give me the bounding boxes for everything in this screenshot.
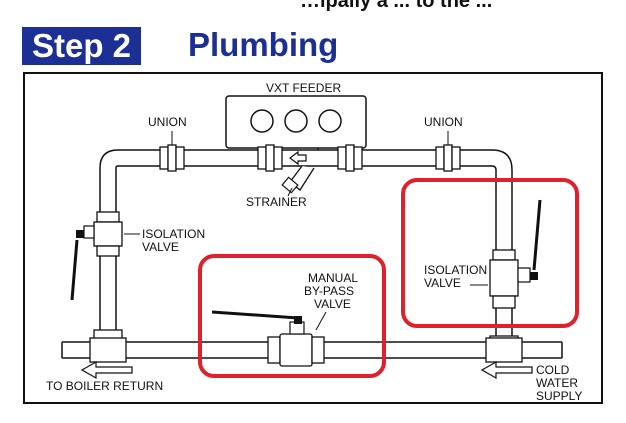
manual-bypass-valve-label: MANUAL BY-PASS VALVE: [304, 271, 361, 311]
union-left-label: UNION: [148, 115, 187, 129]
feeder-dial-1: [250, 109, 274, 133]
cold-water-supply-label: COLD WATER SUPPLY: [536, 363, 582, 403]
right-isolation-valve: [489, 199, 542, 309]
left-isolation-valve: [70, 211, 123, 301]
union-left: [159, 144, 185, 172]
strainer-label: STRAINER: [246, 195, 307, 209]
union-right: [435, 144, 461, 172]
left-arrow-icon: [80, 360, 133, 380]
right-arrow-icon: [480, 360, 533, 380]
strainer-assembly: [257, 144, 363, 194]
highlight-bypass-valve: [198, 254, 386, 378]
left-elbow: [99, 149, 119, 212]
right-elbow: [491, 149, 513, 250]
feeder-dial-2: [284, 109, 308, 133]
right-isolation-valve-label: ISOLATION VALVE: [424, 263, 490, 290]
left-isolation-valve-label: ISOLATION VALVE: [142, 227, 208, 254]
step-badge: Step 2: [22, 27, 142, 65]
cut-off-top-text: …ipally a ... to the ...: [300, 0, 493, 12]
union-right-label: UNION: [424, 115, 463, 129]
highlight-isolation-valve: [401, 178, 579, 328]
vxt-feeder-label: VXT FEEDER: [266, 81, 341, 95]
feeder-dial-3: [318, 109, 342, 133]
manual-bypass-valve: [211, 310, 325, 367]
page-title: Plumbing: [188, 26, 339, 63]
to-boiler-return-label: TO BOILER RETURN: [46, 379, 163, 393]
